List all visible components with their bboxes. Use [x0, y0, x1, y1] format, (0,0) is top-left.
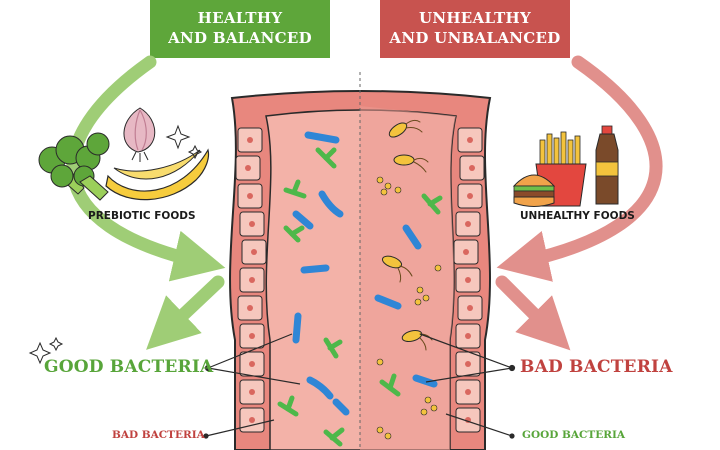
good-bacteria-group — [277, 131, 350, 447]
left-good-bacteria-label: GOOD BACTERIA — [44, 357, 214, 377]
healthy-banner-line2: AND BALANCED — [168, 29, 312, 47]
unhealthy-foods-label: UNHEALTHY FOODS — [520, 210, 635, 222]
broccoli-icon — [38, 132, 110, 201]
healthy-banner-line1: HEALTHY — [197, 9, 283, 27]
sparkle-icon — [28, 124, 203, 365]
unhealthy-banner-line2: AND UNBALANCED — [389, 29, 561, 47]
pointer-lines — [203, 333, 516, 439]
burger-icon — [512, 174, 556, 207]
right-bad-bacteria-label: BAD BACTERIA — [520, 357, 673, 377]
healthy-banner: HEALTHY AND BALANCED — [150, 0, 330, 58]
onion-icon — [123, 107, 156, 162]
unhealthy-arrow-top — [496, 55, 663, 282]
unhealthy-arrow-bottom — [495, 275, 571, 351]
unhealthy-banner: UNHEALTHY AND UNBALANCED — [380, 0, 570, 58]
bad-bacteria-group — [374, 119, 443, 440]
left-bad-bacteria-label: BAD BACTERIA — [112, 429, 205, 441]
soda-bottle-icon — [595, 125, 619, 205]
prebiotic-foods-label: PREBIOTIC FOODS — [88, 210, 196, 222]
right-good-bacteria-label: GOOD BACTERIA — [522, 429, 626, 441]
healthy-arrow-bottom — [146, 275, 225, 350]
banana-icon — [105, 148, 210, 201]
unhealthy-banner-line1: UNHEALTHY — [418, 9, 532, 27]
